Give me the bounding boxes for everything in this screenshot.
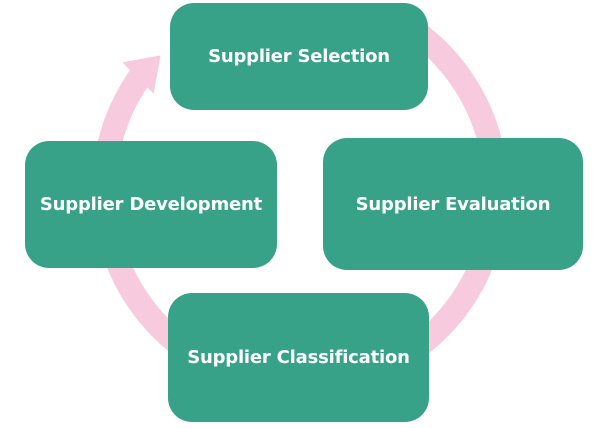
node-label: Supplier Classification bbox=[187, 347, 410, 368]
node-label: Supplier Selection bbox=[208, 46, 390, 67]
node-supplier-classification: Supplier Classification bbox=[168, 293, 429, 422]
node-supplier-development: Supplier Development bbox=[25, 141, 277, 268]
node-supplier-evaluation: Supplier Evaluation bbox=[323, 138, 583, 270]
node-label: Supplier Development bbox=[39, 194, 263, 215]
node-supplier-selection: Supplier Selection bbox=[170, 3, 428, 110]
node-label: Supplier Evaluation bbox=[355, 193, 551, 215]
arrowhead-icon bbox=[122, 55, 161, 94]
